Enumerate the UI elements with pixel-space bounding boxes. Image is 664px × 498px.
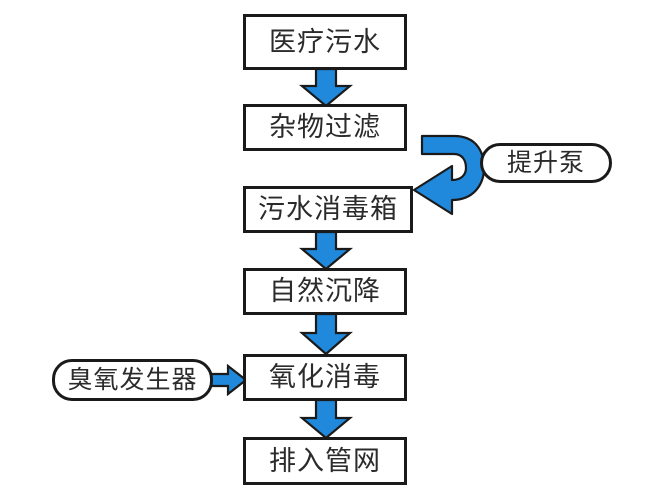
node-lift-pump[interactable]: 提升泵 xyxy=(480,143,612,183)
node-label: 氧化消毒 xyxy=(269,362,381,392)
arrow-down-medical-to-filter xyxy=(298,67,354,108)
arrow-down-settle-to-oxidize xyxy=(299,312,353,356)
node-label: 杂物过滤 xyxy=(269,112,381,142)
node-discharge-to-pipe-network[interactable]: 排入管网 xyxy=(243,437,407,485)
node-label: 提升泵 xyxy=(506,149,585,177)
node-ozone-generator[interactable]: 臭氧发生器 xyxy=(52,359,213,401)
node-debris-filtration[interactable]: 杂物过滤 xyxy=(243,104,407,151)
node-label: 自然沉降 xyxy=(269,276,381,306)
arrow-right-ozone-to-oxidize xyxy=(208,363,248,397)
node-label: 污水消毒箱 xyxy=(258,194,398,224)
arrow-down-disinfect-to-settle xyxy=(298,230,354,271)
node-sewage-disinfection-tank[interactable]: 污水消毒箱 xyxy=(243,186,413,233)
node-medical-wastewater[interactable]: 医疗污水 xyxy=(243,14,407,70)
arrow-down-oxidize-to-discharge xyxy=(298,398,354,440)
node-natural-sedimentation[interactable]: 自然沉降 xyxy=(243,268,407,315)
node-oxidation-disinfection[interactable]: 氧化消毒 xyxy=(243,354,407,401)
node-label: 排入管网 xyxy=(269,445,381,476)
node-label: 医疗污水 xyxy=(269,26,381,57)
node-label: 臭氧发生器 xyxy=(67,366,198,394)
